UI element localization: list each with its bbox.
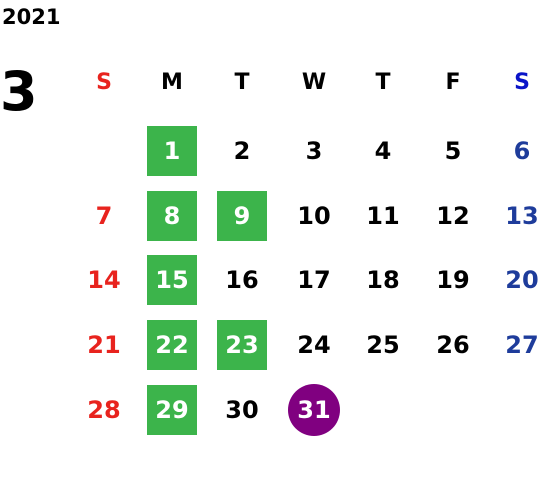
day-cell-15[interactable]: 15 xyxy=(147,255,197,305)
month-label: 3 xyxy=(0,60,38,123)
day-cell-19[interactable]: 19 xyxy=(436,266,470,294)
weekday-header-wed: W xyxy=(301,69,327,95)
day-cell-5[interactable]: 5 xyxy=(444,137,462,165)
day-cell-20[interactable]: 20 xyxy=(505,266,539,294)
day-cell-31[interactable]: 31 xyxy=(288,384,340,436)
weekday-header-thu: T xyxy=(375,69,391,95)
day-cell-26[interactable]: 26 xyxy=(436,331,470,359)
day-cell-16[interactable]: 16 xyxy=(225,266,259,294)
day-cell-4[interactable]: 4 xyxy=(374,137,392,165)
weekday-header-mon: M xyxy=(161,69,183,95)
day-cell-9[interactable]: 9 xyxy=(217,191,267,241)
day-cell-30[interactable]: 30 xyxy=(225,396,259,424)
day-cell-23[interactable]: 23 xyxy=(217,320,267,370)
day-cell-6[interactable]: 6 xyxy=(513,137,531,165)
day-cell-3[interactable]: 3 xyxy=(305,137,323,165)
weekday-header-sun: S xyxy=(96,69,112,95)
weekday-header-fri: F xyxy=(445,69,461,95)
year-label: 2021 xyxy=(2,5,61,29)
day-cell-10[interactable]: 10 xyxy=(297,202,331,230)
day-cell-14[interactable]: 14 xyxy=(87,266,121,294)
day-cell-1[interactable]: 1 xyxy=(147,126,197,176)
day-cell-8[interactable]: 8 xyxy=(147,191,197,241)
day-cell-13[interactable]: 13 xyxy=(505,202,539,230)
day-cell-22[interactable]: 22 xyxy=(147,320,197,370)
day-cell-12[interactable]: 12 xyxy=(436,202,470,230)
day-cell-27[interactable]: 27 xyxy=(505,331,539,359)
weekday-header-sat: S xyxy=(514,69,530,95)
day-cell-28[interactable]: 28 xyxy=(87,396,121,424)
day-cell-11[interactable]: 11 xyxy=(366,202,400,230)
day-cell-18[interactable]: 18 xyxy=(366,266,400,294)
day-cell-21[interactable]: 21 xyxy=(87,331,121,359)
weekday-header-tue: T xyxy=(234,69,250,95)
day-cell-29[interactable]: 29 xyxy=(147,385,197,435)
day-cell-24[interactable]: 24 xyxy=(297,331,331,359)
day-cell-17[interactable]: 17 xyxy=(297,266,331,294)
day-cell-2[interactable]: 2 xyxy=(233,137,251,165)
day-cell-25[interactable]: 25 xyxy=(366,331,400,359)
day-cell-7[interactable]: 7 xyxy=(95,202,113,230)
